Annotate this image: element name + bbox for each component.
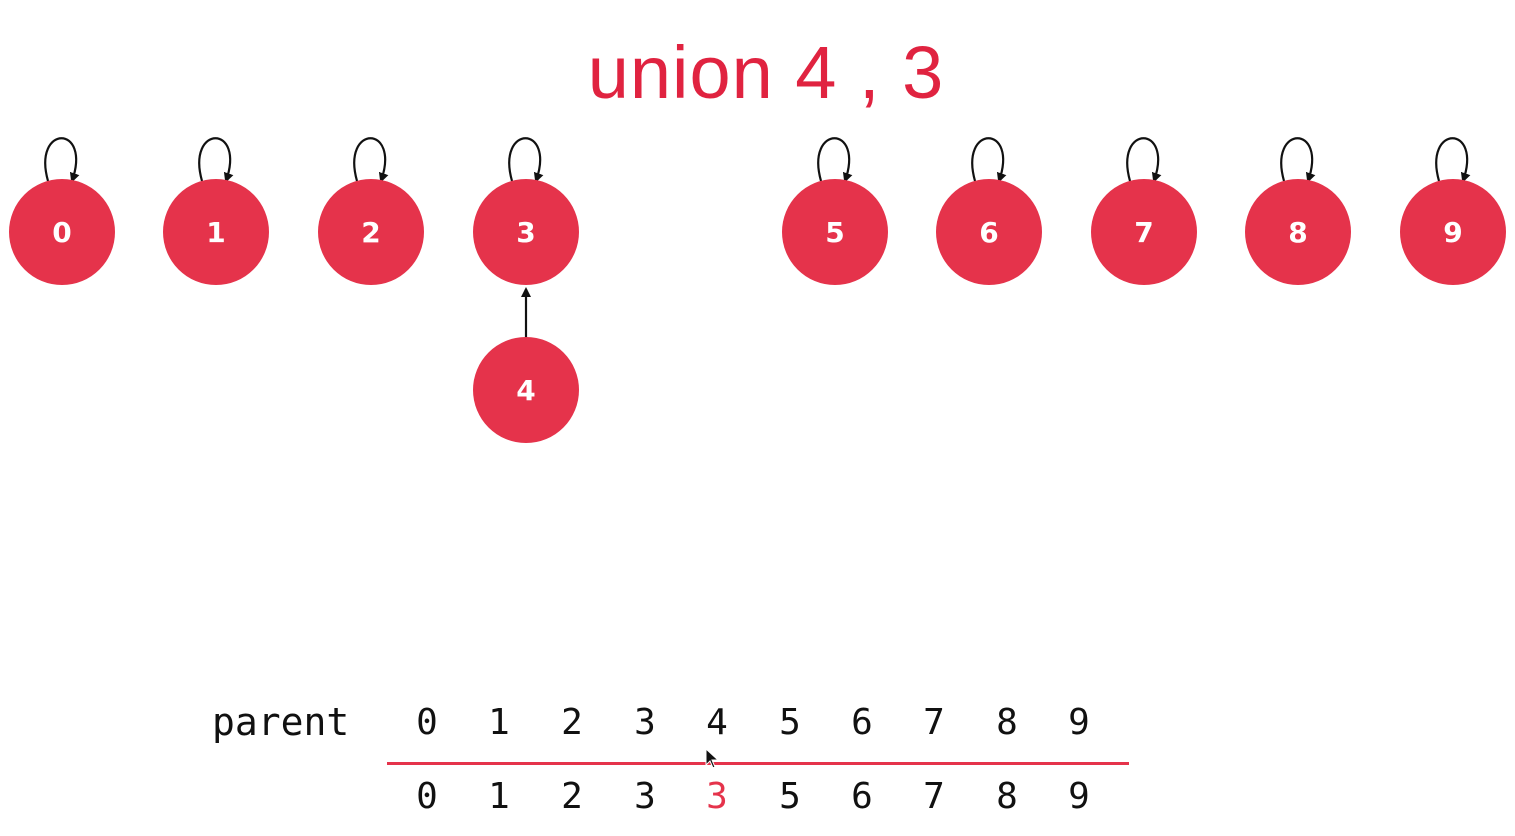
- mouse-pointer-icon: [705, 748, 720, 769]
- node-circle-7: [1091, 179, 1197, 285]
- node-label-7: 7: [1134, 216, 1153, 249]
- parent-value-cell-3: 3: [634, 776, 656, 817]
- node-6: 6: [936, 179, 1042, 285]
- node-circle-9: [1400, 179, 1506, 285]
- node-3: 3: [473, 179, 579, 285]
- index-cell-1: 1: [488, 702, 510, 743]
- node-label-1: 1: [206, 216, 225, 249]
- parent-value-cell-0: 0: [416, 776, 438, 817]
- parent-value-cell-5: 5: [779, 776, 801, 817]
- node-2: 2: [318, 179, 424, 285]
- node-circle-3: [473, 179, 579, 285]
- self-loop-edge-8: [1280, 137, 1316, 183]
- index-cell-9: 9: [1068, 702, 1090, 743]
- node-4: 4: [473, 337, 579, 443]
- parent-value-cell-8: 8: [996, 776, 1018, 817]
- page-title: union 4 , 3: [587, 31, 945, 114]
- self-loop-edge-3: [508, 137, 544, 183]
- parent-row-label: parent: [212, 700, 350, 744]
- index-cell-6: 6: [851, 702, 873, 743]
- node-label-8: 8: [1288, 216, 1307, 249]
- node-circle-2: [318, 179, 424, 285]
- node-7: 7: [1091, 179, 1197, 285]
- node-circle-1: [163, 179, 269, 285]
- union-find-graph: 0 1 2 3 4 5 6 7 8 9: [9, 137, 1506, 443]
- node-circle-6: [936, 179, 1042, 285]
- index-cell-7: 7: [923, 702, 945, 743]
- parent-value-cell-7: 7: [923, 776, 945, 817]
- index-cell-5: 5: [779, 702, 801, 743]
- self-loop-edge-6: [971, 137, 1007, 183]
- parent-value-cell-1: 1: [488, 776, 510, 817]
- node-label-0: 0: [52, 216, 71, 249]
- parent-value-cell-2: 2: [561, 776, 583, 817]
- node-circle-4: [473, 337, 579, 443]
- node-label-2: 2: [361, 216, 380, 249]
- table-divider: [387, 762, 1129, 765]
- parent-value-cell-6: 6: [851, 776, 873, 817]
- node-5: 5: [782, 179, 888, 285]
- self-loop-edge-9: [1435, 137, 1471, 183]
- node-label-4: 4: [516, 374, 535, 407]
- parent-value-cell-9: 9: [1068, 776, 1090, 817]
- index-cell-0: 0: [416, 702, 438, 743]
- self-loop-edge-5: [817, 137, 853, 183]
- self-loop-edge-0: [44, 137, 80, 183]
- parent-value-cell-4: 3: [706, 776, 728, 817]
- node-circle-8: [1245, 179, 1351, 285]
- self-loop-edge-7: [1126, 137, 1162, 183]
- self-loop-edge-1: [198, 137, 234, 183]
- node-9: 9: [1400, 179, 1506, 285]
- node-circle-5: [782, 179, 888, 285]
- index-cell-8: 8: [996, 702, 1018, 743]
- node-label-5: 5: [825, 216, 844, 249]
- index-cell-2: 2: [561, 702, 583, 743]
- index-cell-4: 4: [706, 702, 728, 743]
- index-cell-3: 3: [634, 702, 656, 743]
- self-loop-edge-2: [353, 137, 389, 183]
- node-label-9: 9: [1443, 216, 1462, 249]
- node-label-6: 6: [979, 216, 998, 249]
- node-1: 1: [163, 179, 269, 285]
- node-label-3: 3: [516, 216, 535, 249]
- node-circle-0: [9, 179, 115, 285]
- node-0: 0: [9, 179, 115, 285]
- node-8: 8: [1245, 179, 1351, 285]
